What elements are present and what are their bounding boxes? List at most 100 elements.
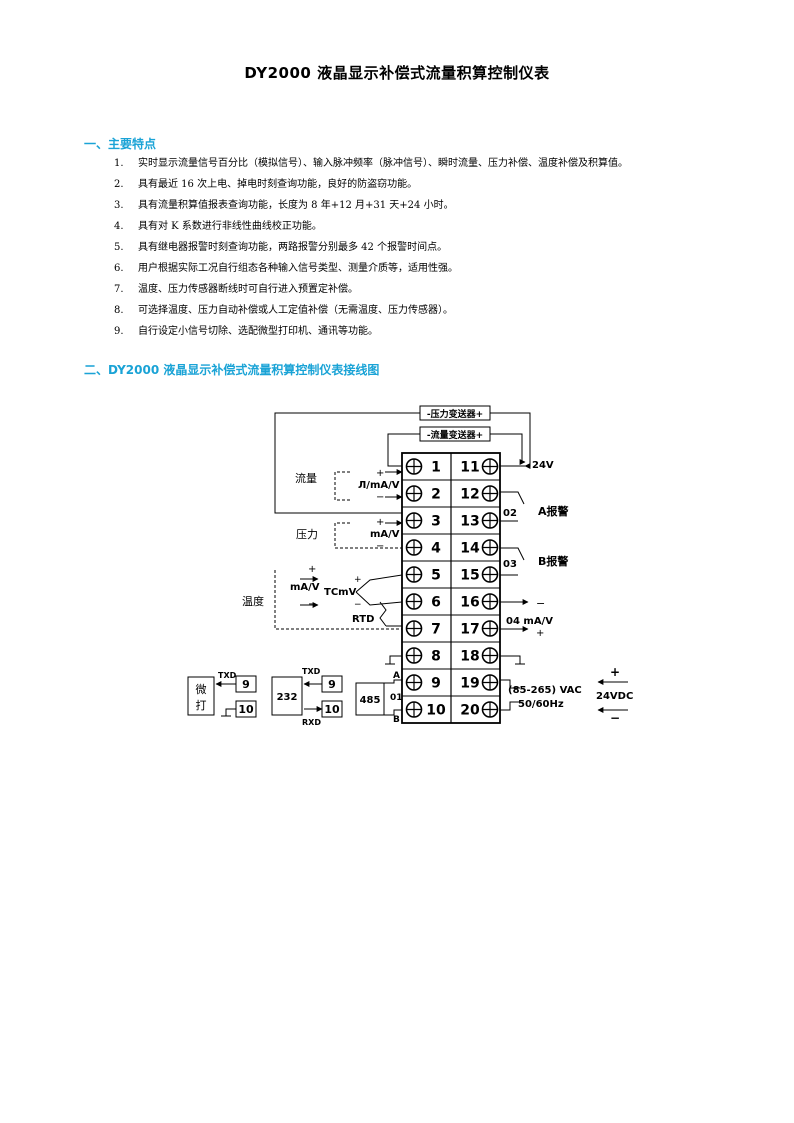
tc-plus: + [354,575,362,585]
terminal-screw-11-cross [482,459,498,474]
item-text: 用户根据实际工况自行组态各种输入信号类型、测量介质等，适用性强。 [138,263,458,274]
item-number: 8. [114,305,124,316]
flow-minus: − [376,492,384,503]
output-04-label: 04 mA/V [506,616,553,627]
temp-signal-label: mA/V [290,582,320,593]
printer-txd-label: TXD [218,671,237,680]
pin-b-label: B [393,715,400,725]
rs485-label: 485 [360,695,381,706]
printer-label-1: 微 [196,682,207,696]
terminal-screw-6-cross [406,594,422,609]
terminal-screw-9-cross [406,675,422,690]
list-item: 2. 具有最近 16 次上电、掉电时刻查询功能，良好的防盗窃功能。 [114,174,628,195]
terminal-screw-16-cross [482,594,498,609]
list-item: 3. 具有流量积算值报表查询功能，长度为 8 年+12 月+31 天+24 小时。 [114,195,628,216]
terminal-number-14: 14 [460,541,480,557]
item-number: 2. [114,179,124,190]
item-text: 具有最近 16 次上电、掉电时刻查询功能，良好的防盗窃功能。 [138,179,418,190]
relay-02-label: 02 [503,508,517,519]
flow-transmitter-label: -流量变送器+ [427,429,483,441]
printer-box [187,676,215,716]
terminal-screw-3-cross [406,513,422,528]
terminal-screw-8-cross [406,648,422,663]
flow-label: 流量 [295,471,317,485]
rs232-txd-label: TXD [302,667,321,676]
temperature-label: 温度 [242,594,264,608]
rtd-label: RTD [352,614,374,625]
printer-pin-9 [235,675,257,693]
terminal-number-6: 6 [431,595,441,611]
printer-label-2: 打 [196,698,207,712]
rs232-pin-9-label: 9 [328,678,336,691]
item-number: 6. [114,263,124,274]
terminal-screw-13-cross [482,513,498,528]
terminal-number-4: 4 [431,541,441,557]
rs232-pin-10-label: 10 [324,703,340,716]
terminal-screw-14-cross [482,540,498,555]
rs232-rxd-label: RXD [302,718,321,727]
rs232-pin-9 [321,675,343,693]
terminal-screw-18-cross [482,648,498,663]
item-number: 4. [114,221,124,232]
list-item: 9.自行设定小信号切除、选配微型打印机、通讯等功能。 [114,321,628,342]
item-text: 实时显示流量信号百分比（模拟信号）、输入脉冲频率（脉冲信号）、瞬时流量、压力补偿… [138,158,628,169]
ac-freq-label: 50/60Hz [518,699,564,710]
item-text: 具有流量积算值报表查询功能，长度为 8 年+12 月+31 天+24 小时。 [138,200,454,211]
list-item: 8.可选择温度、压力自动补偿或人工定值补偿（无需温度、压力传感器）。 [114,300,628,321]
pressure-minus: − [376,541,384,552]
item-number: 1. [114,158,124,169]
flow-signal-label: Л/mA/V [358,480,400,491]
terminal-number-12: 12 [460,487,479,503]
list-item: 6. 用户根据实际工况自行组态各种输入信号类型、测量介质等，适用性强。 [114,258,628,279]
rs485-box [355,682,385,716]
terminal-screw-4-cross [406,540,422,555]
tc-minus: − [354,600,362,610]
feature-list: 1. 实时显示流量信号百分比（模拟信号）、输入脉冲频率（脉冲信号）、瞬时流量、压力… [114,153,628,342]
item-text: 具有对 K 系数进行非线性曲线校正功能。 [138,221,322,232]
page-title: DY2000 液晶显示补偿式流量积算控制仪表 [244,64,550,82]
terminal-number-13: 13 [460,514,479,530]
terminal-number-7: 7 [431,622,441,638]
terminal-number-20: 20 [460,703,480,719]
terminal-number-8: 8 [431,649,441,665]
dc-plus: + [610,665,620,679]
item-text: 自行设定小信号切除、选配微型打印机、通讯等功能。 [138,326,378,337]
pressure-signal-label: mA/V [370,529,400,540]
item-text: 具有继电器报警时刻查询功能，两路报警分别最多 42 个报警时间点。 [138,242,448,253]
terminal-number-16: 16 [460,595,479,611]
printer-pin-9-label: 9 [242,678,250,691]
ac-power-label: (85-265) VAC [508,685,582,696]
alarm-b-label: B报警 [538,554,568,568]
terminal-number-11: 11 [460,460,479,476]
relay-03-label: 03 [503,559,517,570]
comm-01-label: 01 [390,693,403,703]
terminal-number-3: 3 [431,514,441,530]
terminal-number-18: 18 [460,649,479,665]
tcmv-label: TCmV [324,587,357,598]
dc-power-label: 24VDC [596,691,633,702]
rs232-box [271,676,303,716]
pressure-label: 压力 [296,528,318,541]
list-item: 7.温度、压力传感器断线时可自行进入预置定补偿。 [114,279,628,300]
terminal-screw-10-cross [406,702,422,717]
terminal-screw-5-cross [406,567,422,582]
dc-minus: − [610,711,620,725]
terminal-screw-2-cross [406,486,422,501]
terminal-number-5: 5 [431,568,441,584]
terminal-screw-7-cross [406,621,422,636]
list-item: 5. 具有继电器报警时刻查询功能，两路报警分别最多 42 个报警时间点。 [114,237,628,258]
section-heading-features: 一、主要特点 [84,137,157,151]
section-heading-wiring: 二、DY2000 液晶显示补偿式流量积算控制仪表接线图 [84,363,380,377]
item-number: 3. [114,200,124,211]
flow-plus: + [376,468,384,479]
item-number: 7. [114,284,124,295]
terminal-number-19: 19 [460,676,479,692]
list-item: 1. 实时显示流量信号百分比（模拟信号）、输入脉冲频率（脉冲信号）、瞬时流量、压力… [114,153,628,174]
supply-24v-label: 24V [532,460,554,471]
terminal-number-10: 10 [426,703,446,719]
terminal-number-17: 17 [460,622,479,638]
item-number: 5. [114,242,124,253]
pin-a-label: A [393,671,400,681]
